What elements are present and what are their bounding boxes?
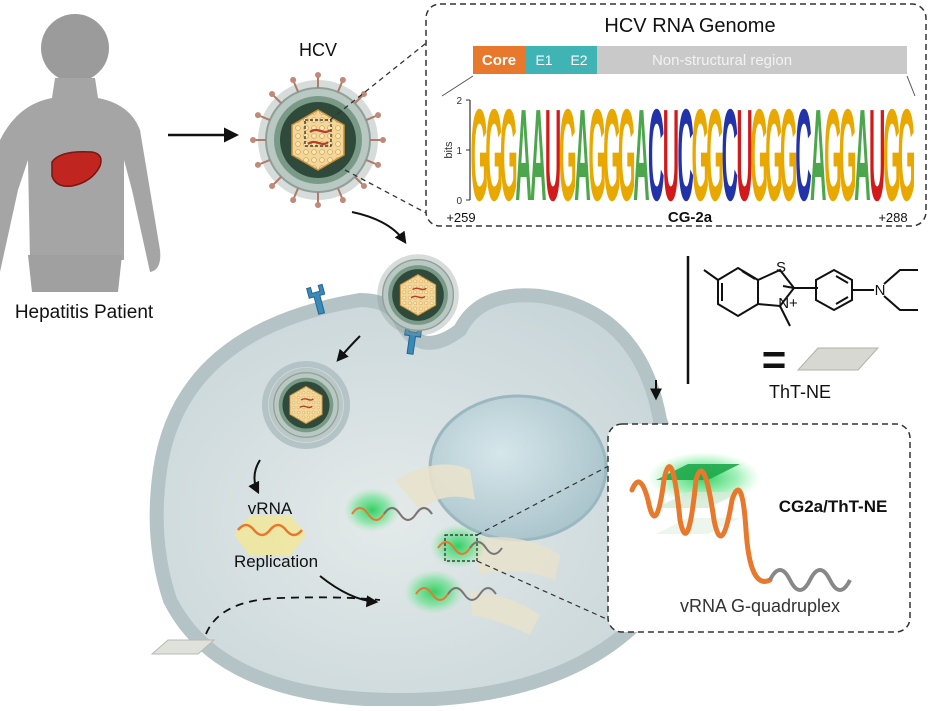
logo-letter: G: [692, 82, 710, 228]
logo-bracket: [441, 75, 916, 97]
arrow-replication: [319, 575, 379, 608]
nitrogen-plus-atom: N+: [778, 295, 798, 312]
logo-letter: G: [750, 82, 768, 228]
e2-label: E2: [570, 52, 587, 68]
logo-letter: G: [898, 82, 916, 228]
logo-letter: U: [869, 82, 885, 228]
logo-letter: A: [574, 82, 590, 228]
nonstructural-label: Non-structural region: [652, 52, 792, 69]
host-cell: [149, 288, 683, 708]
logo-motif-name: CG-2a: [668, 209, 713, 226]
logo-letter: G: [588, 82, 606, 228]
logo-letter: A: [633, 82, 649, 228]
er-membrane: [395, 464, 475, 510]
logo-letter: U: [663, 82, 679, 228]
liver-icon: [51, 150, 102, 188]
logo-letter: G: [603, 82, 621, 228]
zoom-line-bottom: [344, 169, 431, 216]
zoom-line-inset-bottom: [476, 560, 621, 626]
equals-sign: =: [762, 336, 787, 383]
nonstructural-segment: [597, 46, 907, 74]
logo-letter: G: [618, 82, 636, 228]
logo-letter: C: [648, 82, 664, 228]
logo-letter: A: [854, 82, 870, 228]
logo-tick-1: 1: [456, 146, 462, 157]
logo-letter: G: [485, 82, 503, 228]
sulfur-atom: S: [776, 259, 786, 276]
hcv-virion-large: [249, 71, 387, 209]
logo-letter: U: [545, 82, 561, 228]
arrow-uncoating: [248, 459, 261, 495]
arrow-endocytosis: [336, 335, 361, 362]
sequence-logo: 2 1 0 bits GGGAAUGAGGGACUCGGCUGGGCAGGAUG…: [443, 82, 915, 228]
logo-letter: G: [559, 82, 577, 228]
logo-letter: G: [471, 82, 489, 228]
logo-tick-0: 0: [456, 196, 462, 207]
e1-label: E1: [535, 52, 552, 68]
probe-nanoemulsion-small: [150, 639, 216, 655]
nitrogen-atom: N: [875, 282, 886, 299]
inset-title: CG2a/ThT-NE: [779, 497, 888, 516]
core-label: Core: [482, 52, 516, 69]
logo-letter: G: [824, 82, 842, 228]
logo-letter: G: [883, 82, 901, 228]
e1-segment: [526, 46, 562, 74]
logo-letter: G: [500, 82, 518, 228]
logo-letter: C: [795, 82, 811, 228]
logo-letter: G: [706, 82, 724, 228]
zoom-line-top: [329, 39, 431, 121]
hcv-label: HCV: [299, 40, 337, 60]
logo-letter: U: [736, 82, 752, 228]
tht-nanoemulsion-icon: [796, 347, 880, 371]
genome-bar: Core E1 E2 Non-structural region: [473, 46, 907, 74]
core-segment: [473, 46, 526, 74]
tht-structure: [703, 266, 918, 327]
glowing-vrna-1: [344, 488, 433, 532]
logo-tick-2: 2: [456, 96, 462, 107]
e2-segment: [562, 46, 597, 74]
glowing-vrna-2: [430, 524, 503, 568]
logo-letter: G: [839, 82, 857, 228]
replication-label: Replication: [234, 552, 318, 571]
logo-letter: A: [515, 82, 531, 228]
vrna-label: vRNA: [248, 499, 293, 518]
logo-letter: C: [722, 82, 738, 228]
hcv-virion-entry: [376, 253, 460, 337]
arrow-attach: [351, 211, 407, 244]
glowing-vrna-3: [404, 570, 497, 614]
logo-letter: G: [765, 82, 783, 228]
probe-path: [205, 596, 381, 635]
logo-letter: A: [810, 82, 826, 228]
vrna-strand: [237, 523, 303, 537]
inset-caption: vRNA G-quadruplex: [680, 596, 840, 616]
logo-letter: G: [780, 82, 798, 228]
tht-label: ThT-NE: [769, 382, 831, 402]
logo-end-position: +288: [878, 210, 907, 225]
genome-title: HCV RNA Genome: [604, 15, 775, 37]
logo-letter: C: [677, 82, 693, 228]
capsid-fragment: [234, 515, 306, 556]
logo-start-position: +259: [446, 210, 475, 225]
logo-letter: A: [530, 82, 546, 228]
g-quadruplex: [629, 452, 852, 592]
logo-y-label: bits: [443, 141, 455, 159]
patient-label: Hepatitis Patient: [15, 302, 154, 323]
hcv-virion-endosome: [261, 360, 351, 450]
